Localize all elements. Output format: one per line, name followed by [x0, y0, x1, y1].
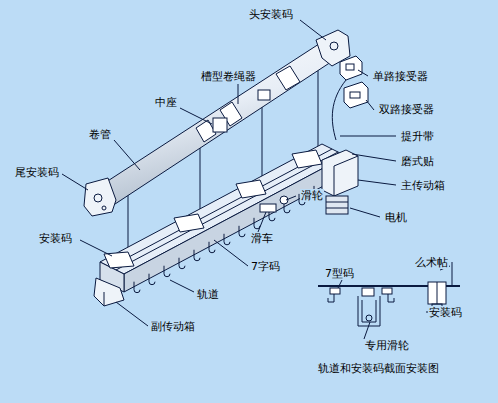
tail-bracket	[84, 178, 116, 216]
hook	[149, 274, 155, 285]
main-gearbox	[260, 150, 358, 214]
part-label: 磨式贴	[400, 155, 435, 168]
part-label: 滑轮	[300, 189, 324, 202]
mounting-plates	[104, 150, 322, 268]
hook	[164, 266, 170, 277]
hook	[134, 282, 140, 293]
part-label: 轨道	[196, 288, 220, 301]
part-label: 7型码	[324, 267, 355, 280]
part-label: 安装码	[428, 306, 463, 319]
part-label: 主传动箱	[400, 179, 446, 192]
hook	[179, 258, 185, 269]
secondary-gearbox	[94, 278, 124, 306]
rail-hooks	[134, 178, 335, 293]
receivers	[332, 56, 368, 140]
part-label: 专用滑轮	[364, 339, 410, 352]
leader-lines	[62, 20, 450, 339]
part-label: 尾安装码	[14, 166, 60, 179]
hook	[254, 218, 260, 229]
part-label: 槽型卷绳器	[200, 70, 257, 83]
part-label: 安装码	[38, 232, 73, 245]
part-label: 么术帖	[414, 256, 449, 269]
part-label: 中座	[154, 96, 178, 109]
hook	[239, 226, 245, 237]
part-label: 7字码	[250, 260, 281, 273]
part-label: 头安装码	[248, 8, 294, 21]
hook	[224, 234, 230, 245]
hook	[209, 242, 215, 253]
part-label: 副传动箱	[150, 320, 196, 333]
inset-caption: 轨道和安装码截面安装图	[318, 362, 439, 375]
part-label: 滑车	[250, 232, 274, 245]
hook	[194, 250, 200, 261]
part-label: 电机	[384, 211, 408, 224]
part-label: 卷管	[88, 128, 112, 141]
part-label: 单路接受器	[372, 70, 429, 83]
part-label: 双路接受器	[378, 103, 435, 116]
part-label: 提升带	[400, 130, 435, 143]
